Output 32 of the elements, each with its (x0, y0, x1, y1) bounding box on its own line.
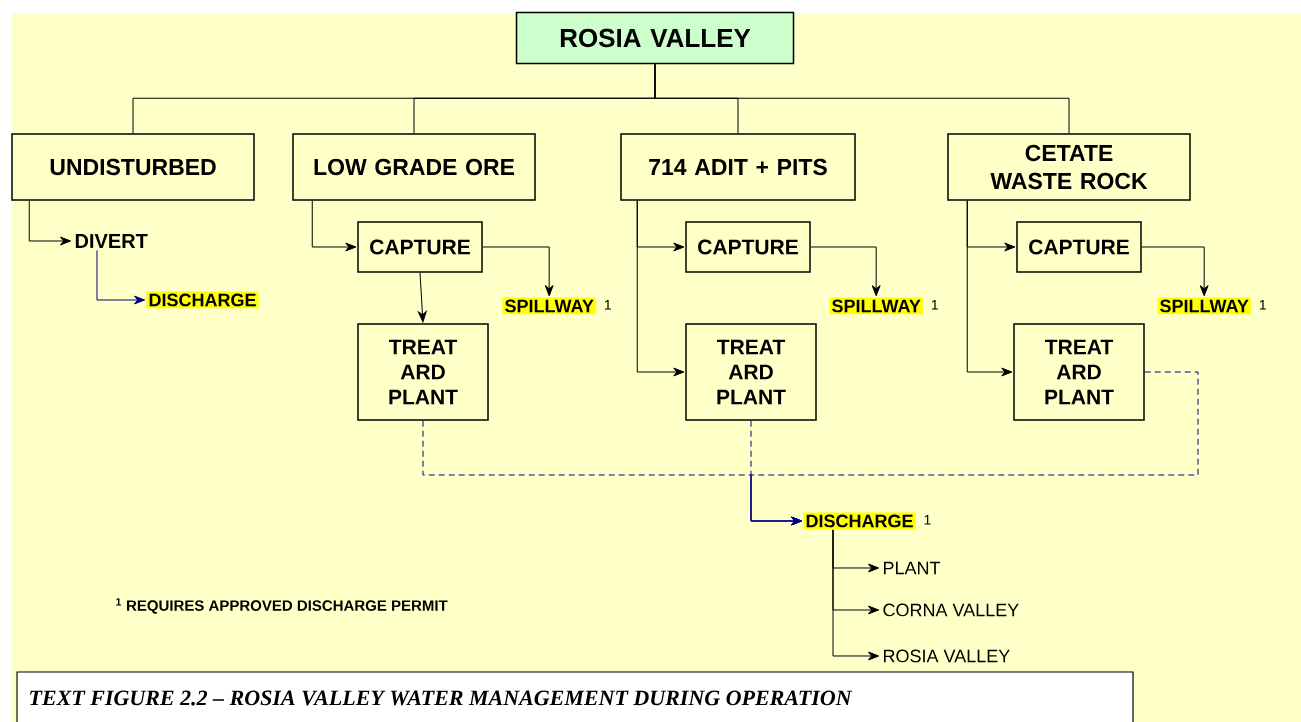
arrow (636, 200, 685, 377)
process-box: TREAT ARD PLANT (685, 323, 817, 421)
destination-label: ROSIA VALLEY (884, 649, 1010, 663)
step-label: DIVERT (75, 234, 148, 248)
arrow (482, 246, 554, 297)
process-box: TREAT ARD PLANT (357, 323, 489, 421)
footnote-mark: 1 (1259, 300, 1266, 310)
destination-label: PLANT (884, 561, 941, 575)
arrow (311, 200, 357, 252)
arrow (832, 529, 880, 661)
title-box: ROSIA VALLEY (515, 11, 795, 65)
area-box: 714 ADIT + PITS (620, 133, 856, 201)
arrow (750, 371, 1199, 526)
footnote-mark: 1 (604, 300, 611, 310)
arrow (96, 249, 146, 305)
area-box: LOW GRADE ORE (292, 133, 536, 201)
arrow (966, 200, 1013, 377)
footnote-mark: 1 (931, 300, 938, 310)
process-box: CAPTURE (357, 221, 483, 273)
destination-label: CORNA VALLEY (883, 603, 1019, 617)
area-box: UNDISTURBED (11, 133, 255, 201)
arrow (28, 200, 72, 246)
footnote-text: $^{1}$ REQUIRES APPROVED DISCHARGE PERMIT (116, 598, 448, 614)
area-box: CETATE WASTE ROCK (947, 133, 1191, 201)
footnote-mark: 1 (924, 515, 931, 525)
process-box: CAPTURE (1016, 221, 1142, 273)
process-box: CAPTURE (685, 221, 811, 273)
caption-box: TEXT FIGURE 2.2 – ROSIA VALLEY WATER MANAGEMENT DURING OPERATION (16, 671, 1134, 722)
arrow (810, 246, 881, 297)
arrow (1141, 246, 1209, 297)
arrow (417, 272, 427, 323)
process-box: TREAT ARD PLANT (1013, 323, 1145, 421)
